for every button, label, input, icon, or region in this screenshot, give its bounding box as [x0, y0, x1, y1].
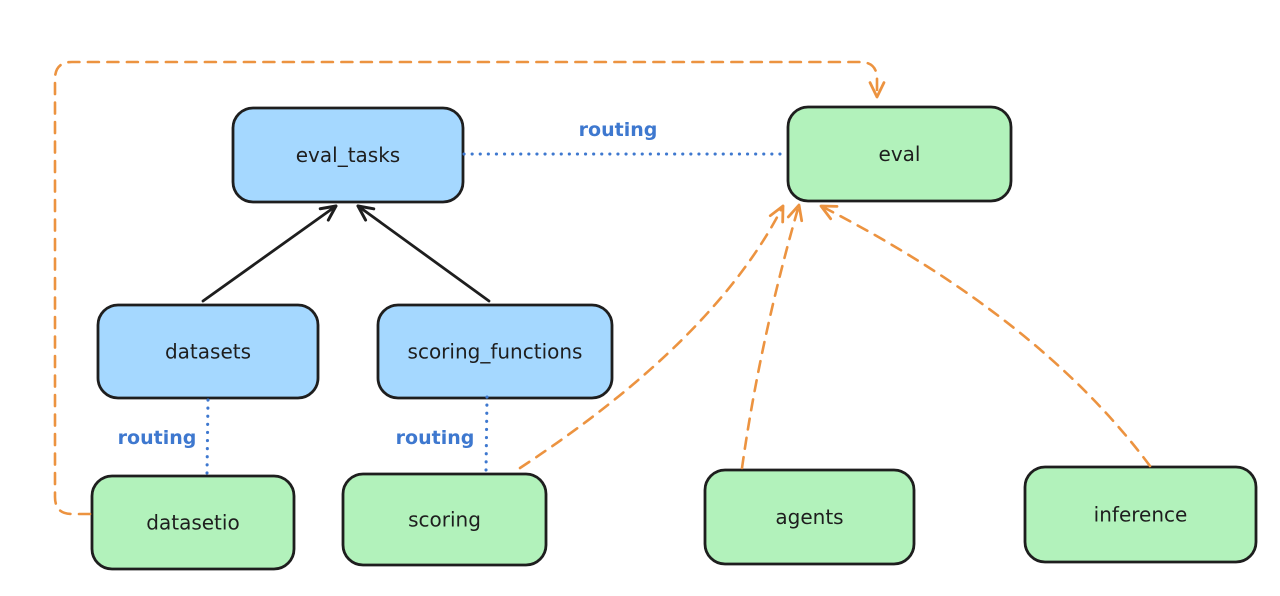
node-scoring-label: scoring	[408, 508, 481, 532]
node-eval: eval	[786, 105, 1013, 203]
edge-scoring_functions-to-eval_tasks-arrowhead-icon	[356, 204, 376, 222]
edge-scoring-to-eval-arrowhead-icon	[768, 204, 785, 224]
node-scoring-box	[341, 472, 548, 567]
edge-datasets-to-datasetio-routing-line	[205, 398, 210, 476]
node-scoring: scoring	[341, 472, 548, 567]
edge-inference-to-eval-line	[819, 204, 1152, 468]
edge-scoring_functions-to-eval_tasks-line	[356, 204, 491, 303]
edge-datasets-to-datasetio-routing	[205, 398, 210, 476]
node-scoring_functions-label: scoring_functions	[408, 340, 583, 364]
label-routing-mid: routing	[396, 427, 475, 449]
edge-agents-to-eval-line	[740, 203, 801, 470]
node-agents-box	[703, 468, 916, 566]
edge-agents-to-eval-arrowhead-icon	[786, 203, 804, 223]
edge-datasets-to-eval_tasks-line	[201, 204, 338, 303]
edge-scoring_functions-to-eval_tasks	[356, 204, 491, 303]
node-scoring_functions-box	[376, 303, 614, 400]
edge-scoring-to-eval-line	[518, 204, 785, 470]
edge-scoring-to-eval	[518, 204, 785, 470]
node-inference-box	[1023, 465, 1258, 564]
node-datasets: datasets	[96, 303, 320, 400]
node-agents-label: agents	[775, 505, 843, 529]
edge-agents-to-eval	[740, 203, 804, 470]
node-eval-box	[786, 105, 1013, 203]
node-datasets-label: datasets	[165, 340, 251, 364]
node-datasetio-label: datasetio	[146, 511, 239, 535]
edge-scoring_functions-to-scoring-routing-line	[484, 395, 489, 474]
edge-datasets-to-eval_tasks	[201, 204, 338, 303]
node-agents: agents	[703, 468, 916, 566]
node-scoring_functions: scoring_functions	[376, 303, 614, 400]
node-datasetio: datasetio	[90, 474, 296, 571]
edge-inference-to-eval	[819, 204, 1152, 468]
node-datasets-box	[96, 303, 320, 400]
node-inference: inference	[1023, 465, 1258, 564]
edge-datasetio-to-eval-loop-line	[53, 60, 879, 516]
label-routing-left: routing	[118, 427, 197, 449]
node-eval_tasks-label: eval_tasks	[296, 143, 400, 167]
edge-datasetio-to-eval-loop-arrowhead-icon	[868, 81, 886, 99]
edge-scoring_functions-to-scoring-routing	[484, 395, 489, 474]
edge-datasets-to-eval_tasks-arrowhead-icon	[318, 204, 338, 222]
label-routing-top: routing	[579, 119, 658, 141]
edge-inference-to-eval-arrowhead-icon	[819, 204, 839, 221]
node-eval_tasks: eval_tasks	[231, 106, 465, 204]
node-eval-label: eval	[879, 142, 921, 166]
node-datasetio-box	[90, 474, 296, 571]
edge-datasetio-to-eval-loop	[53, 60, 886, 516]
node-inference-label: inference	[1094, 503, 1188, 527]
